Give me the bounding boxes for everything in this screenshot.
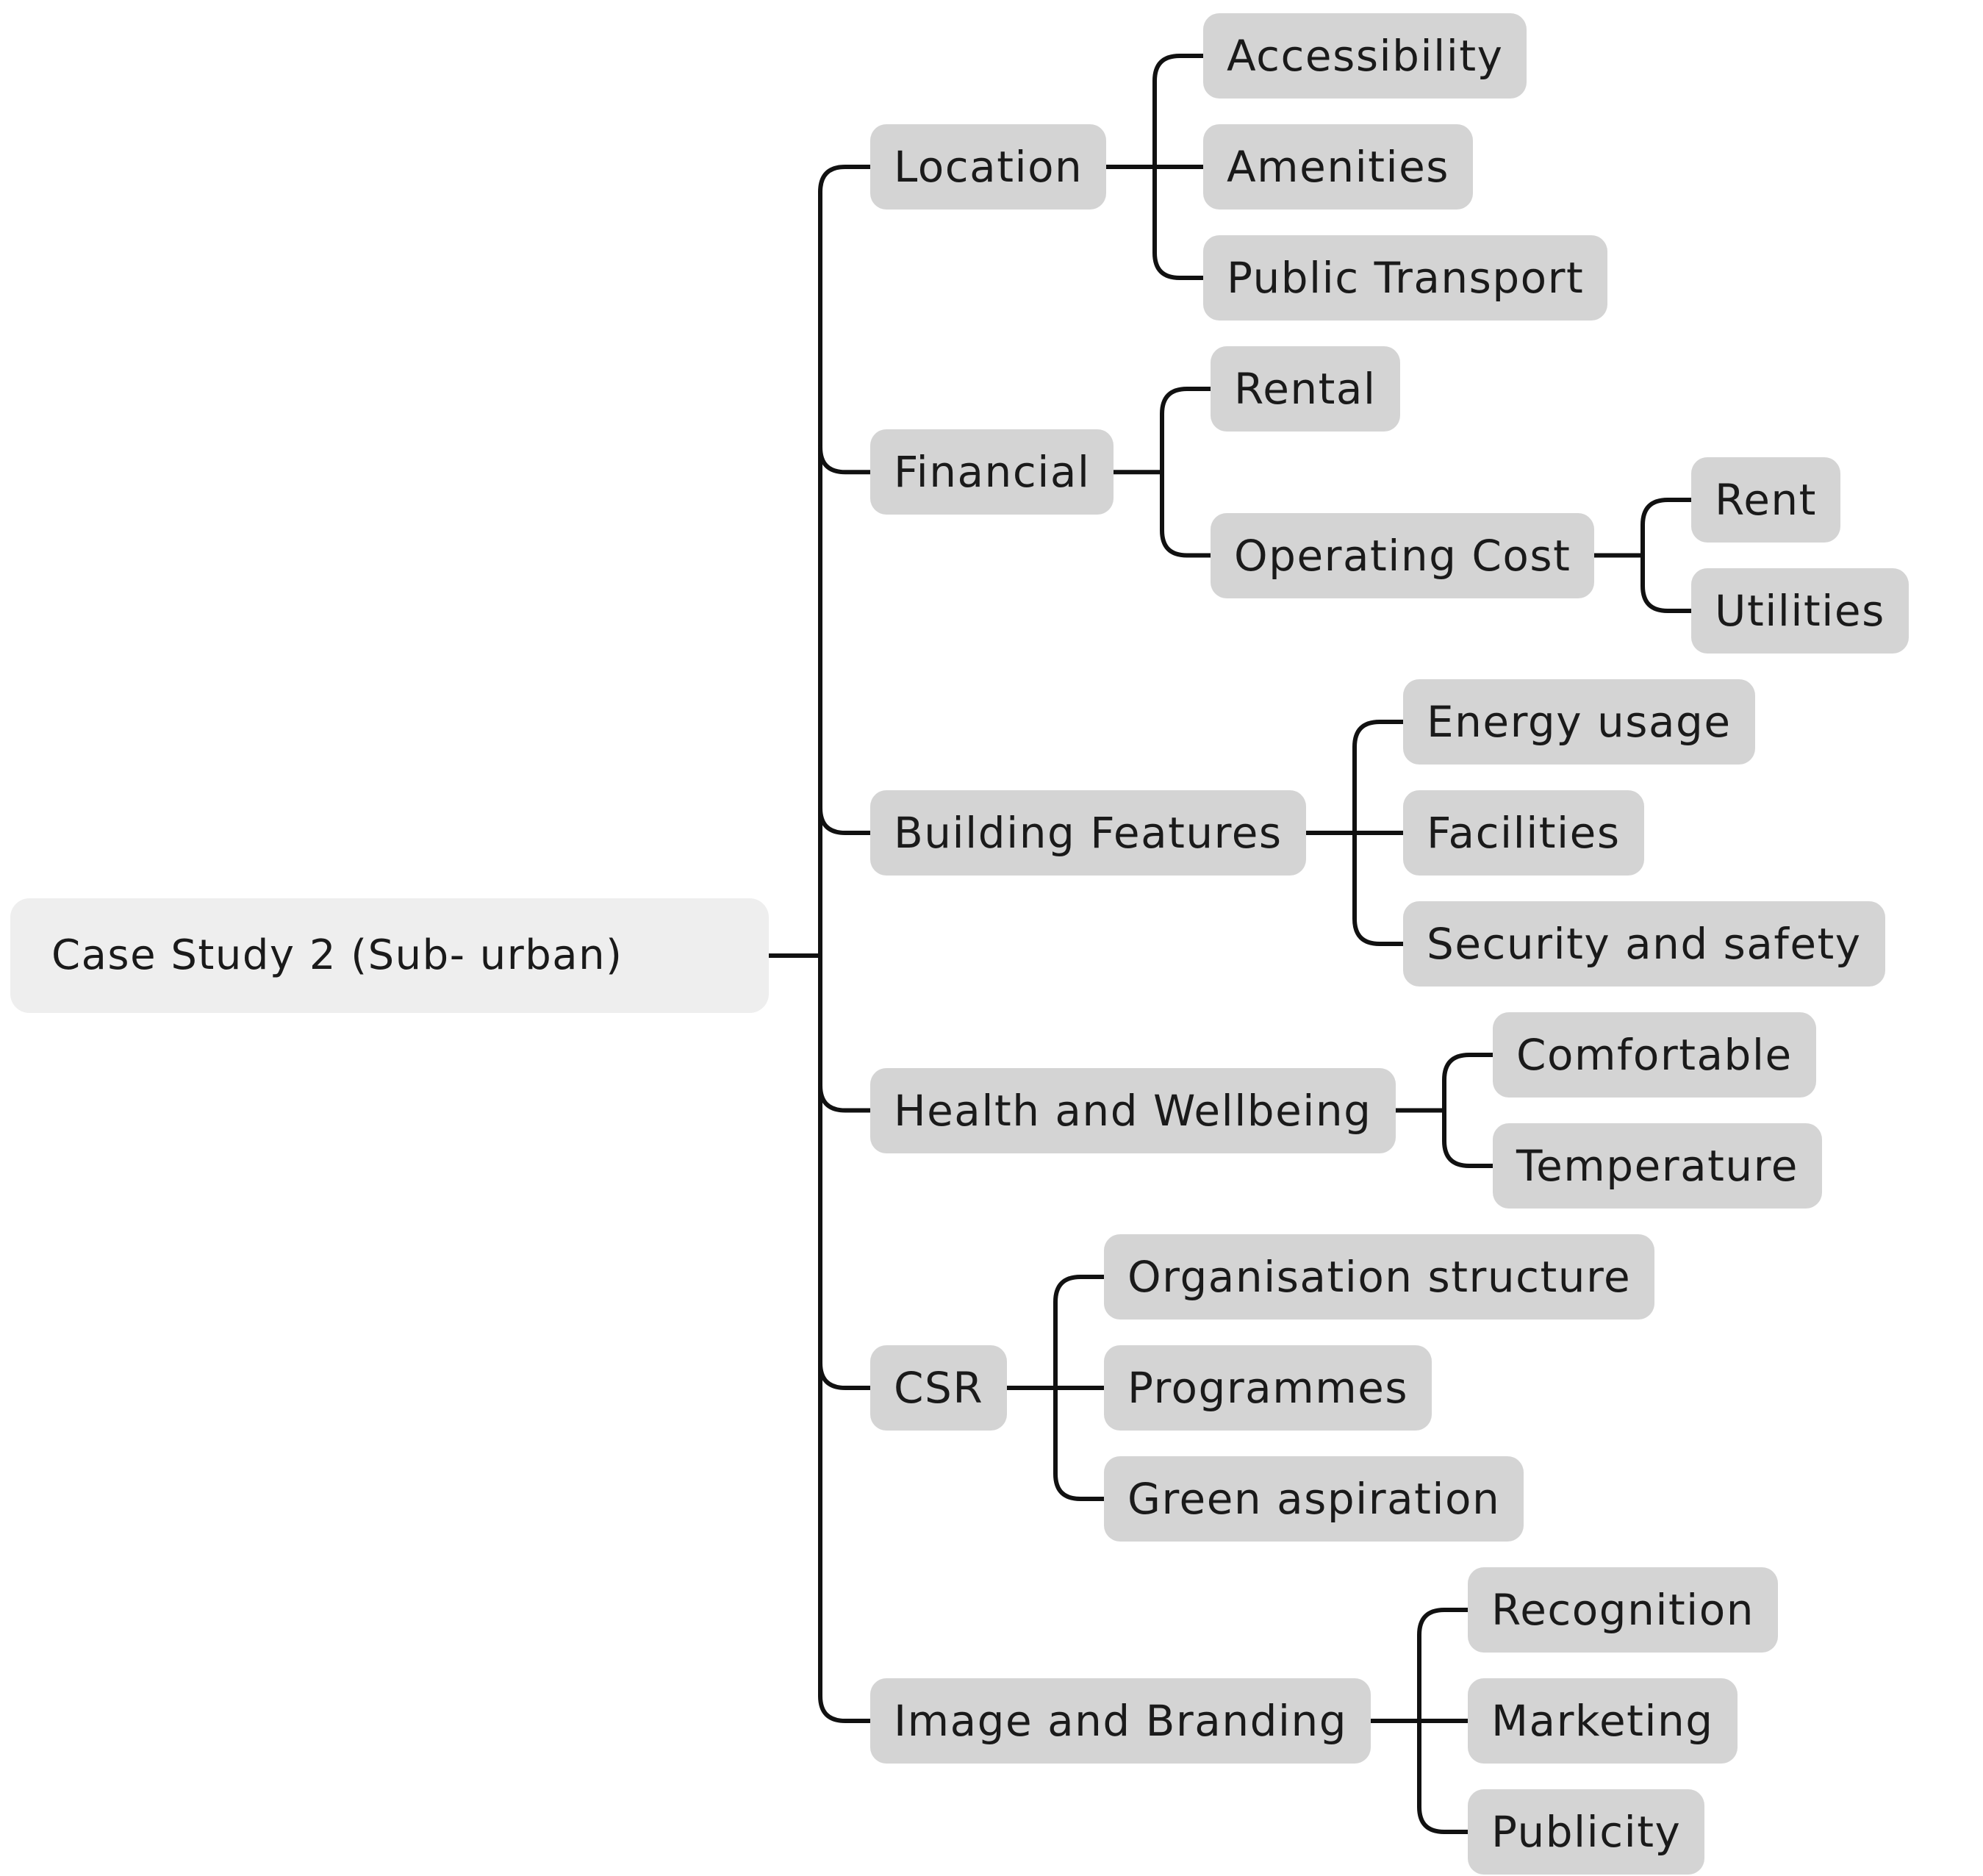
connector-csr-branch: [1053, 1386, 1106, 1501]
node-building-features: Building Features: [870, 790, 1306, 876]
connector-operating-cost-branch: [1640, 498, 1693, 558]
root-branch: [818, 1083, 872, 1113]
connector-location-branch: [1152, 54, 1205, 169]
node-programmes: Programmes: [1104, 1345, 1432, 1431]
node-comfortable: Comfortable: [1493, 1012, 1816, 1098]
root-branch: [818, 165, 872, 194]
root-branch: [818, 1694, 872, 1723]
node-rent: Rent: [1691, 457, 1840, 543]
node-publicity: Publicity: [1468, 1789, 1705, 1875]
node-case-study-2-sub-urban: Case Study 2 (Sub- urban): [10, 898, 769, 1013]
root-branch: [818, 445, 872, 475]
connector-image-and-branding-branch: [1417, 1719, 1470, 1834]
connector-image-and-branding-branch: [1417, 1608, 1470, 1723]
node-facilities: Facilities: [1403, 790, 1644, 876]
node-temperature: Temperature: [1493, 1123, 1822, 1209]
node-health-and-wellbeing: Health and Wellbeing: [870, 1067, 1396, 1153]
node-rental: Rental: [1211, 346, 1400, 432]
node-energy-usage: Energy usage: [1403, 679, 1755, 765]
node-public-transport: Public Transport: [1203, 235, 1608, 321]
node-recognition: Recognition: [1468, 1567, 1779, 1653]
connector-building-features-branch: [1352, 831, 1405, 946]
node-csr: CSR: [870, 1345, 1008, 1431]
node-marketing: Marketing: [1468, 1678, 1738, 1764]
connector-financial-branch: [1160, 470, 1213, 558]
node-security-and-safety: Security and safety: [1403, 901, 1885, 987]
node-green-aspiration: Green aspiration: [1104, 1456, 1524, 1542]
root-branch: [818, 806, 872, 835]
node-operating-cost: Operating Cost: [1211, 512, 1595, 598]
node-organisation-structure: Organisation structure: [1104, 1234, 1655, 1320]
node-location: Location: [870, 124, 1107, 210]
connector-operating-cost-branch: [1640, 553, 1693, 613]
node-accessibility: Accessibility: [1203, 13, 1527, 99]
connector-csr-branch: [1053, 1275, 1106, 1390]
node-image-and-branding: Image and Branding: [870, 1678, 1371, 1764]
connector-location-branch: [1152, 165, 1205, 280]
node-utilities: Utilities: [1691, 568, 1909, 654]
node-financial: Financial: [870, 429, 1114, 515]
connector-financial-branch: [1160, 387, 1213, 475]
connector-building-features-branch: [1352, 720, 1405, 835]
root-branch: [818, 1361, 872, 1390]
connector-health-and-wellbeing-branch: [1442, 1053, 1495, 1113]
node-amenities: Amenities: [1203, 124, 1473, 210]
connector-health-and-wellbeing-branch: [1442, 1108, 1495, 1168]
